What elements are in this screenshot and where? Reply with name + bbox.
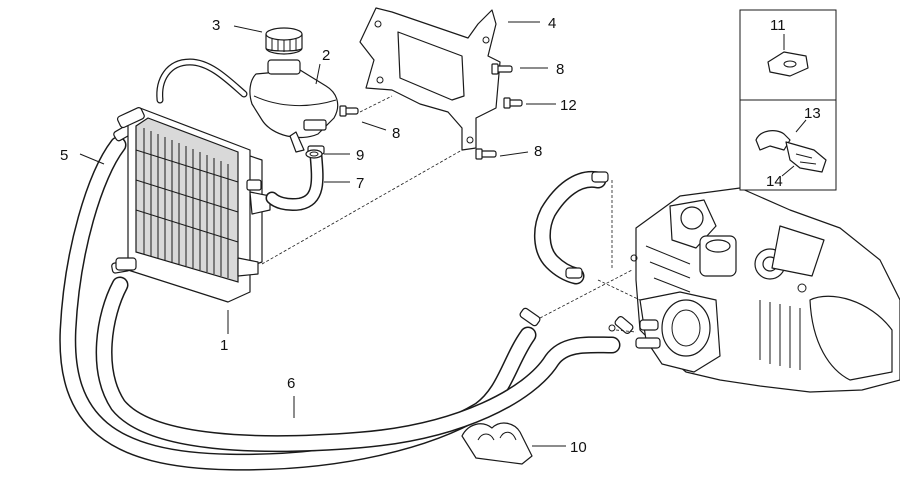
clamp-9: [305, 149, 323, 159]
callout-8-middle: 8: [392, 125, 400, 142]
callout-7: 7: [356, 175, 364, 192]
callout-4: 4: [548, 15, 556, 32]
callout-12: 12: [560, 97, 577, 114]
hose-long-inner: [95, 276, 621, 453]
callout-2: 2: [322, 47, 330, 64]
radiator-fins: [135, 128, 239, 278]
callout-14: 14: [766, 173, 783, 190]
hose-support: [461, 422, 533, 465]
callout-3: 3: [212, 17, 220, 34]
callout-9: 9: [356, 147, 364, 164]
screws: [305, 63, 523, 160]
assembly-lines: [261, 95, 641, 333]
overflow-hose: [156, 58, 248, 104]
tank-cap: [265, 27, 303, 55]
callout-1: 1: [220, 337, 228, 354]
callout-labels: 1 2 3 4 5 6 7 8 8 8 9 10 11 12 13 14: [60, 15, 821, 456]
screw-12: [503, 97, 523, 109]
expansion-tank: [249, 59, 339, 153]
inset-clip-11: [739, 9, 837, 101]
screw-tank: [339, 105, 359, 117]
callout-6: 6: [287, 375, 295, 392]
callout-8-top: 8: [556, 61, 564, 78]
callout-11: 11: [770, 17, 786, 34]
radiator: [115, 107, 271, 303]
callout-10: 10: [570, 439, 587, 456]
leader-lines: [79, 21, 566, 447]
callout-13: 13: [804, 105, 821, 122]
engine-assembly: [608, 187, 900, 393]
screw-upper-right: [491, 63, 513, 75]
mounting-bracket: [359, 7, 501, 151]
engine-return-hose: [534, 170, 609, 285]
screw-lower: [475, 148, 497, 160]
inset-clips-13-14: [739, 99, 837, 191]
callout-8-lower: 8: [534, 143, 542, 160]
callout-5: 5: [60, 147, 68, 164]
